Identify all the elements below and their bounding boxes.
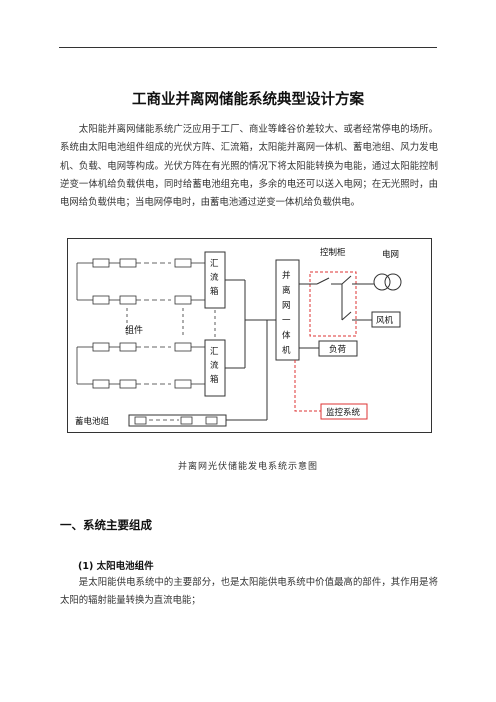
control-cabinet (309, 271, 357, 337)
control-cabinet-label: 控制柜 (320, 247, 346, 258)
figure-caption: 并离网光伏储能发电系统示意图 (177, 462, 318, 472)
modules-label: 组件 (125, 324, 143, 336)
monitor-label: 监控系统 (326, 407, 361, 418)
combiner-label-top: 汇流箱 (210, 259, 219, 297)
hybrid-inverter (275, 259, 300, 361)
wind-turbine-box (371, 311, 401, 328)
grid-transformer-coil-a (373, 273, 391, 291)
subsection-paragraph: 是太阳能供电系统中的主要部分，也是太阳能供电系统中价值最高的部件，其作用是将太阳… (60, 577, 438, 607)
header-rule (59, 47, 437, 48)
combiner-label-bottom: 汇流箱 (210, 347, 219, 385)
section-heading: 一、系统主要组成 (60, 518, 152, 532)
load-box (318, 340, 358, 357)
wind-label: 风机 (376, 315, 394, 326)
grid-transformer-coil-b (384, 273, 402, 291)
subsection-heading: (1) 太阳电池组件 (78, 561, 154, 572)
document-title: 工商业并离网储能系统典型设计方案 (132, 92, 364, 108)
battery-cells (134, 416, 218, 425)
monitor-link (294, 360, 321, 412)
grid-label: 电网 (382, 249, 399, 260)
pv-string-rows-bottom (76, 342, 205, 389)
intro-paragraph: 太阳能并离网储能系统广泛应用于工厂、商业等峰谷价差较大、或者经常停电的场所。系统… (60, 124, 438, 209)
monitor-box (320, 403, 368, 420)
cabinet-switches (299, 275, 372, 321)
diagram-frame (67, 238, 432, 433)
battery-label: 蓄电池组 (75, 416, 110, 427)
pv-string-rows-top (76, 258, 205, 305)
system-diagram: 组件 汇流箱 汇流箱 并离网一体机 控制柜 电网 风机 负 (67, 238, 432, 433)
load-label: 负荷 (329, 344, 347, 355)
dc-bus-wiring (225, 279, 276, 369)
inverter-label: 并离网一体机 (282, 270, 291, 356)
